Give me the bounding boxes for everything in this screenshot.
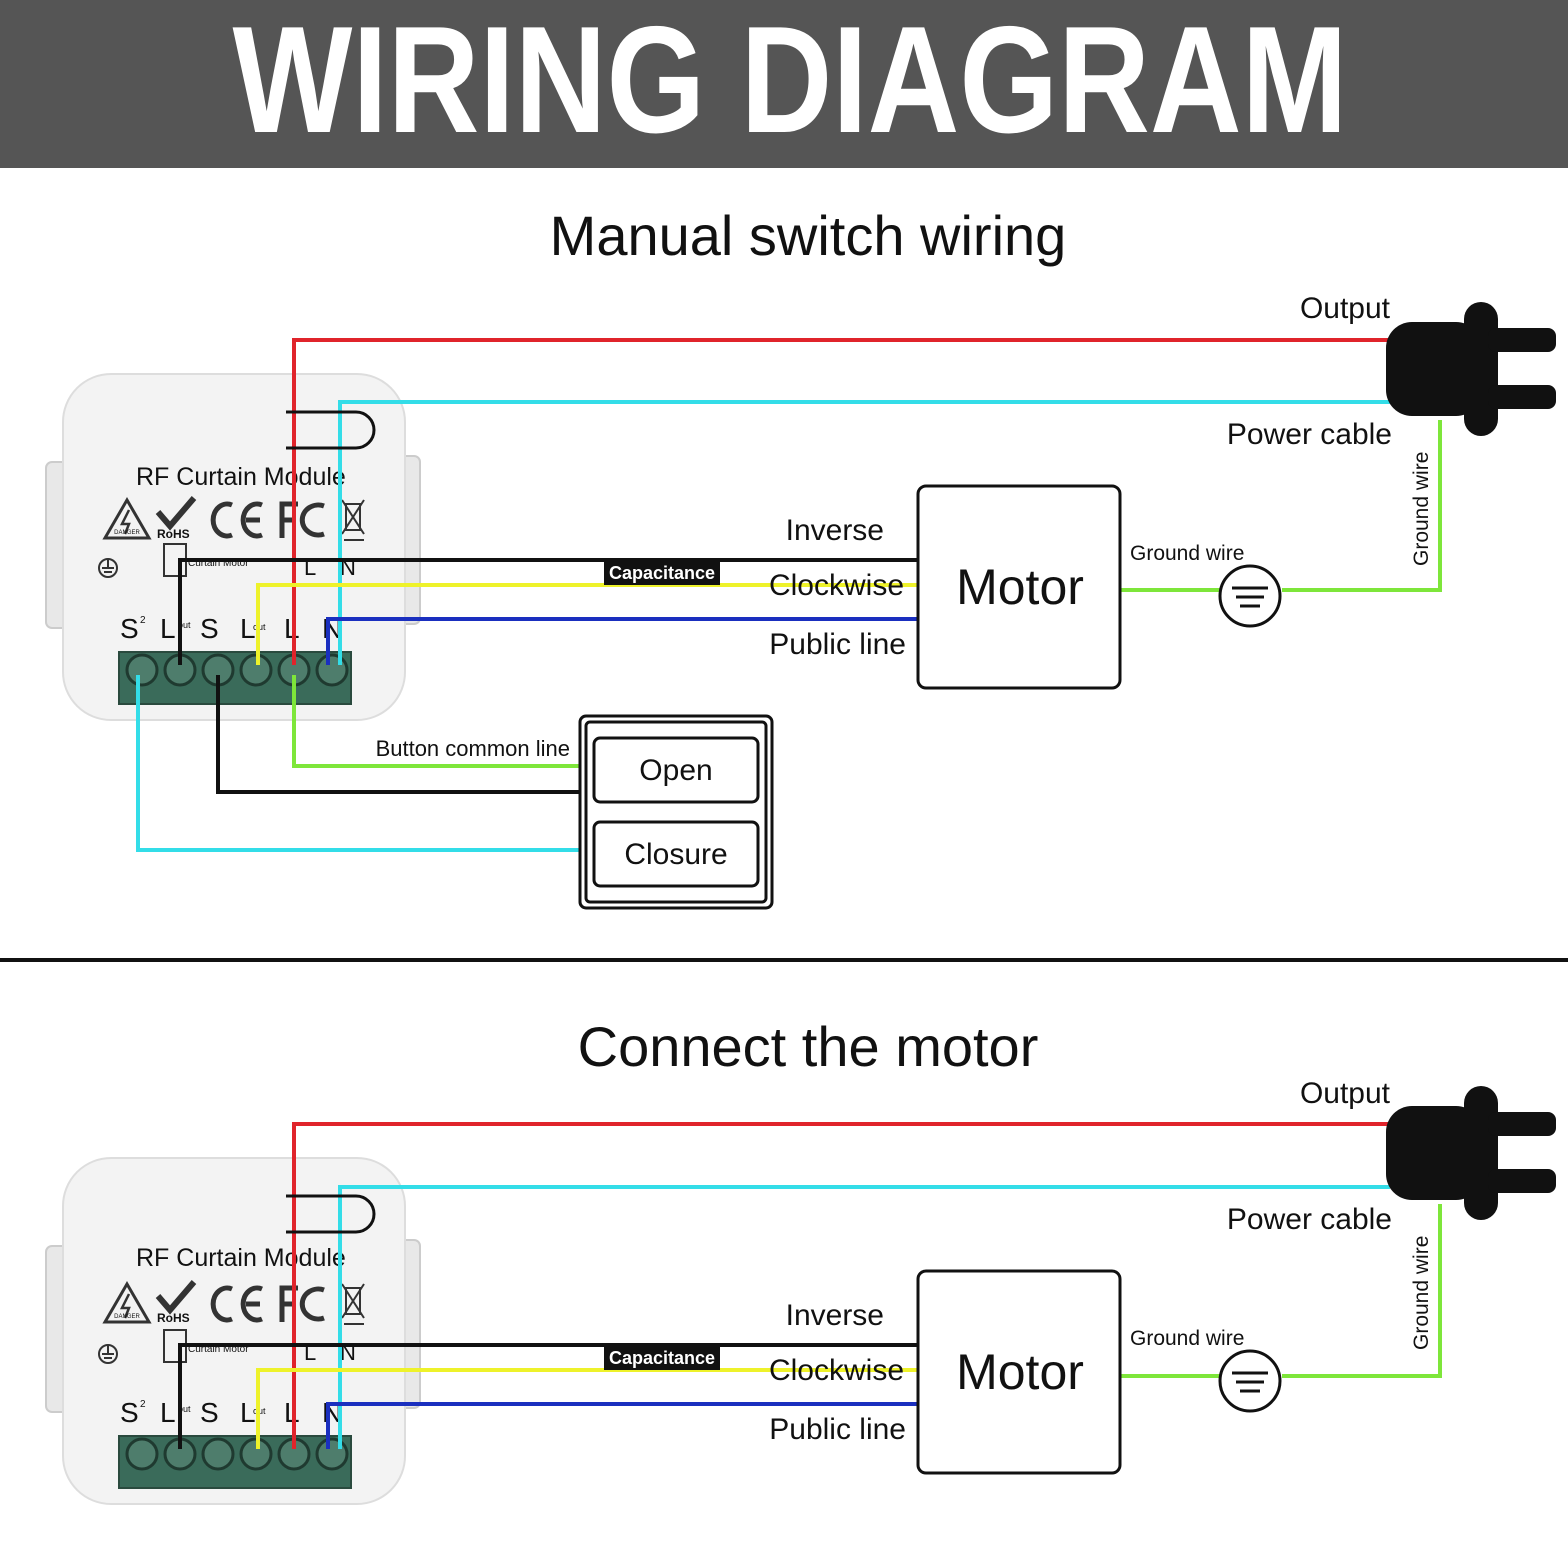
terminal-label-lout: L xyxy=(240,613,256,644)
wire-public-line xyxy=(326,617,918,665)
wire-button-common xyxy=(292,675,580,768)
button-common-line-label: Button common line xyxy=(376,736,570,761)
wire-public-line xyxy=(326,1402,918,1449)
rohs-check-icon xyxy=(155,496,197,531)
section-title: Manual switch wiring xyxy=(550,204,1067,267)
terminal-screw xyxy=(315,1437,349,1471)
title-banner-text: WIRING DIAGRAM xyxy=(233,0,1348,165)
inverse-label: Inverse xyxy=(786,1299,884,1332)
terminal-label-s2: S xyxy=(120,613,139,644)
terminal-screw xyxy=(125,653,159,687)
module-housing xyxy=(62,1157,406,1505)
terminal-screw xyxy=(125,1437,159,1471)
motor-ground-wire-label: Ground wire xyxy=(1130,542,1244,565)
module-label: RF Curtain Module xyxy=(136,463,346,491)
wire-plug-ground xyxy=(1282,420,1442,592)
wire-live xyxy=(292,1122,1390,1449)
public-line-label: Public line xyxy=(769,628,906,661)
motor-box xyxy=(916,1269,1122,1475)
motor-label: Motor xyxy=(956,559,1084,615)
danger-label: DANGER xyxy=(114,530,140,536)
inverse-label: Inverse xyxy=(786,514,884,547)
ground-symbol-icon xyxy=(98,558,118,578)
motor-label: Motor xyxy=(956,1344,1084,1400)
danger-label: DANGER xyxy=(114,1314,140,1320)
closure-button[interactable] xyxy=(592,820,760,888)
capacitance-tag xyxy=(604,1346,720,1370)
rohs-label: RoHS xyxy=(157,527,190,541)
terminal-label-lout: L xyxy=(240,1397,256,1428)
wire-inverse xyxy=(178,558,918,665)
ground-terminal-icon xyxy=(1218,564,1282,628)
output-label: Output xyxy=(1300,292,1391,325)
switch-panel-inner xyxy=(584,720,768,904)
terminal-sup-s2: 2 xyxy=(140,615,146,626)
public-line-label: Public line xyxy=(769,1413,906,1446)
terminal-label-l: L xyxy=(284,1397,300,1428)
rohs-check-icon xyxy=(155,1280,197,1315)
terminal-label-s: S xyxy=(200,1397,219,1428)
plug-ground-wire-label: Ground wire xyxy=(1410,452,1433,566)
wire-closure-button xyxy=(136,675,580,852)
terminal-screw xyxy=(201,1437,235,1471)
terminal-label-l1: L xyxy=(160,613,176,644)
motor-marking: Curtain Motor xyxy=(188,1344,249,1355)
module-top-wire-loop xyxy=(286,410,376,450)
ce-mark-icon xyxy=(210,1285,263,1323)
section-connect-the-motor: Connect the motor RF Curtain Module DANG… xyxy=(45,1015,1556,1505)
terminal-label-s: S xyxy=(200,613,219,644)
ground-terminal-icon xyxy=(1218,1349,1282,1413)
wire-plug-ground xyxy=(1282,1204,1442,1378)
power-plug-icon xyxy=(1386,1086,1556,1220)
rf-curtain-module: RF Curtain Module DANGER RoHS xyxy=(45,373,421,721)
plug-ground-wire-label: Ground wire xyxy=(1410,1236,1433,1350)
open-button-label: Open xyxy=(639,754,712,787)
weee-bin-icon xyxy=(341,1283,365,1325)
rf-curtain-module: RF Curtain Module DANGER RoHS xyxy=(45,1157,421,1505)
terminal-sub-l1: out xyxy=(178,620,191,630)
page-title: WIRING DIAGRAM xyxy=(233,0,1348,165)
clockwise-label: Clockwise xyxy=(769,569,904,602)
title-banner: WIRING DIAGRAM xyxy=(0,0,1568,168)
module-terminal-block xyxy=(118,1435,352,1489)
wire-inverse xyxy=(178,1343,918,1449)
motor-box xyxy=(916,484,1122,690)
module-terminal-block xyxy=(118,651,352,705)
closure-button-label: Closure xyxy=(624,838,727,871)
wire-open-button xyxy=(216,675,580,794)
output-label: Output xyxy=(1300,1077,1391,1110)
section-title: Connect the motor xyxy=(578,1015,1039,1078)
capacitance-tag xyxy=(604,561,720,585)
terminal-sub-l1: out xyxy=(178,1404,191,1414)
wire-neutral xyxy=(338,1185,1390,1449)
wire-live xyxy=(292,338,1390,665)
rohs-label: RoHS xyxy=(157,1311,190,1325)
module-label: RF Curtain Module xyxy=(136,1244,346,1272)
danger-icon: DANGER xyxy=(102,1281,152,1324)
capacitance-label: Capacitance xyxy=(609,563,715,583)
weee-bin-icon xyxy=(341,499,365,541)
ce-mark-icon xyxy=(210,501,263,539)
terminal-label-l1: L xyxy=(160,1397,176,1428)
wire-neutral xyxy=(338,400,1390,665)
terminal-screw xyxy=(315,653,349,687)
module-housing xyxy=(62,373,406,721)
power-cable-label: Power cable xyxy=(1227,1203,1392,1236)
power-plug-icon xyxy=(1386,302,1556,436)
terminal-sup-s2: 2 xyxy=(140,1399,146,1410)
power-cable-label: Power cable xyxy=(1227,418,1392,451)
motor-ground-wire-label: Ground wire xyxy=(1130,1327,1244,1350)
terminal-label-l: L xyxy=(284,613,300,644)
motor-marking: Curtain Motor xyxy=(188,558,249,569)
clockwise-label: Clockwise xyxy=(769,1354,904,1387)
module-top-wire-loop xyxy=(286,1194,376,1234)
open-button[interactable] xyxy=(592,736,760,804)
danger-icon: DANGER xyxy=(102,497,152,540)
section-manual-switch-wiring: Manual switch wiring RF Curtain Module D… xyxy=(45,204,1556,910)
capacitance-label: Capacitance xyxy=(609,1348,715,1368)
ground-symbol-icon xyxy=(98,1344,118,1364)
terminal-label-s2: S xyxy=(120,1397,139,1428)
